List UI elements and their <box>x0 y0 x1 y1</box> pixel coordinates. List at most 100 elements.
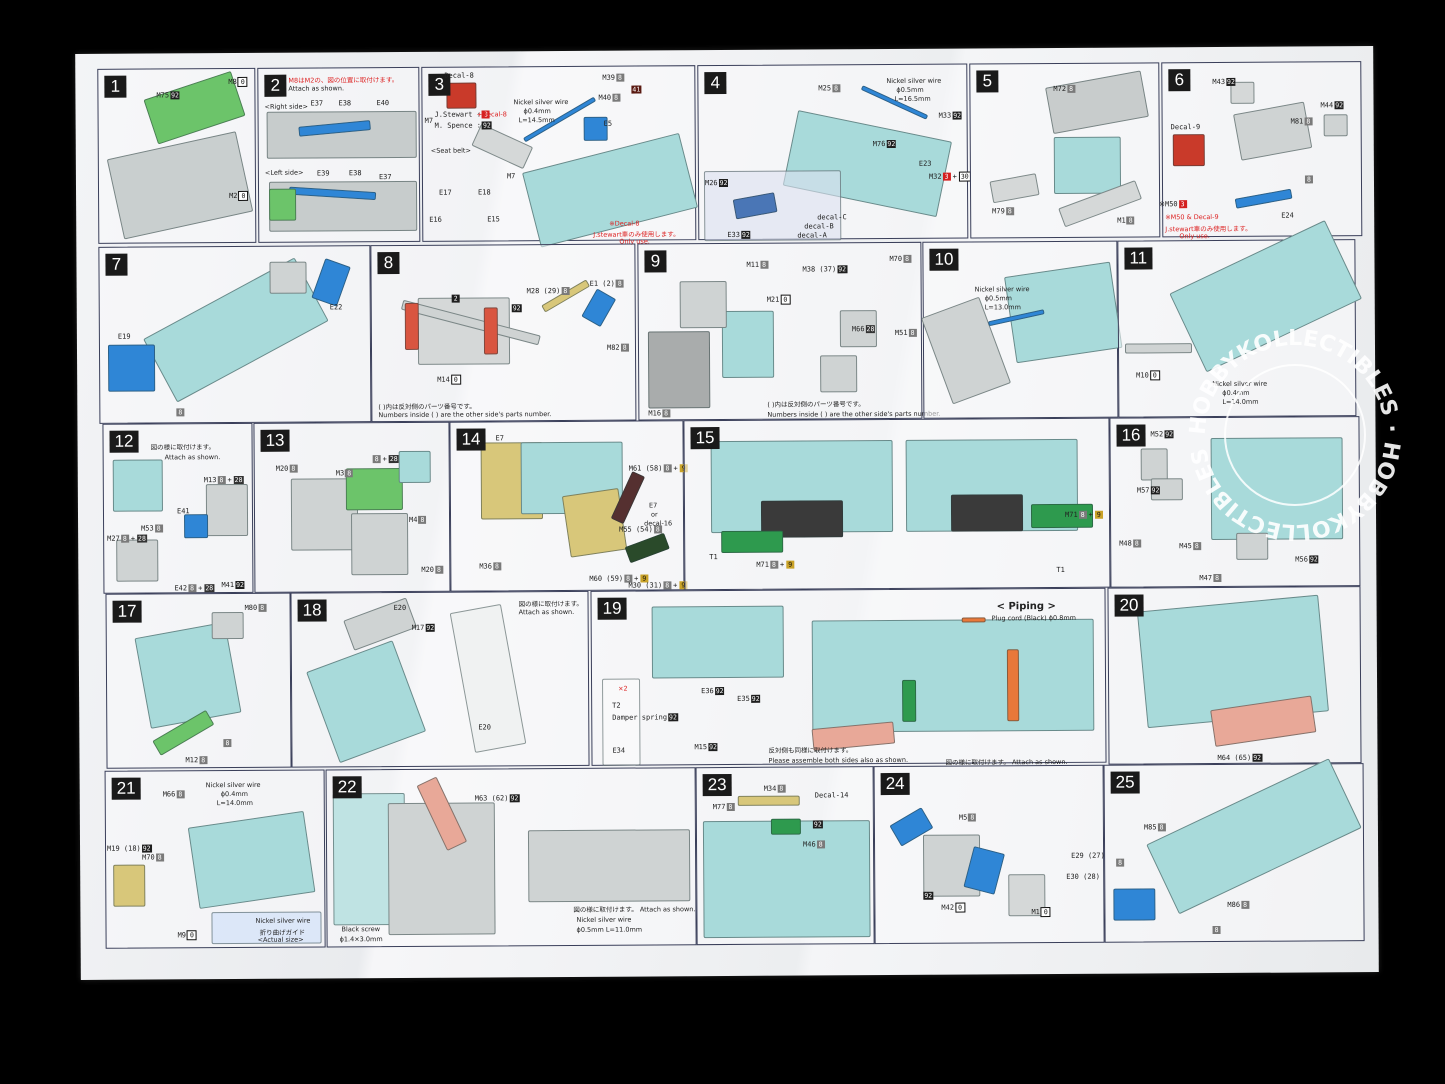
color-code-badge: 92 <box>1164 430 1175 439</box>
color-code-badge: 8 <box>726 802 735 812</box>
part-number: T2 <box>612 701 621 710</box>
part-number: M42 <box>941 903 955 912</box>
part-illustration <box>1113 888 1156 921</box>
plus-sign: + <box>227 476 232 485</box>
part-label: M30 (31)8+9 <box>628 581 688 590</box>
part-label: E40 <box>376 99 389 107</box>
color-code-badge: 8 <box>612 93 621 102</box>
part-number: T1 <box>1056 565 1065 574</box>
color-code-badge: 8 <box>1116 858 1125 867</box>
instruction-note: Numbers inside ( ) are the other side's … <box>767 409 941 419</box>
color-code-badge: 8 <box>289 464 298 473</box>
part-number: E16 <box>429 215 442 224</box>
part-label: E37 <box>310 99 323 107</box>
step-number: 7 <box>105 253 128 276</box>
part-number: M7 <box>506 172 516 181</box>
part-illustration <box>345 467 403 511</box>
part-number: E38 <box>338 99 352 108</box>
color-code-badge: 0 <box>237 76 248 87</box>
part-number: M7 <box>424 116 434 125</box>
part-illustration <box>820 355 858 393</box>
instruction-note: Numbers inside ( ) are the other side's … <box>378 410 552 420</box>
part-number: M77 <box>712 803 726 812</box>
part-label: E38 <box>349 169 362 177</box>
instruction-note: ϕ0.5mm L=11.0mm <box>576 925 643 934</box>
plus-sign: + <box>952 172 957 181</box>
part-number: M20 <box>421 565 435 574</box>
color-code-badge: 8 <box>434 565 444 574</box>
instruction-note: ( )内は反対側のパーツ番号です。 <box>378 402 476 412</box>
color-code-badge: 92 <box>511 304 522 313</box>
step-number: 14 <box>456 428 486 451</box>
color-code-badge: 3 <box>1178 200 1187 209</box>
part-number: M26 <box>704 179 718 188</box>
part-number: M10 <box>1136 371 1149 380</box>
plus-sign: + <box>198 584 203 593</box>
part-number: M71 <box>1064 510 1078 519</box>
part-number: M38 (37) <box>802 265 837 274</box>
color-code-badge: 8 <box>217 476 226 485</box>
instruction-note: Attach as shown. <box>164 453 221 462</box>
step-number: 15 <box>690 427 720 450</box>
part-label: decal-A <box>797 231 827 239</box>
part-number: M16 <box>648 409 662 418</box>
part-number: M53 <box>141 524 154 533</box>
part-illustration <box>311 258 351 307</box>
part-number: M47 <box>1199 574 1213 583</box>
step-number: 6 <box>1168 69 1191 92</box>
part-label: 92 <box>511 304 522 313</box>
color-code-badge: 8 <box>663 464 672 473</box>
color-code-badge: 8 <box>816 840 825 849</box>
part-number: M28 (29) <box>526 287 561 296</box>
color-code-badge: 92 <box>170 91 180 100</box>
part-label: Decal-8 <box>444 72 474 80</box>
part-number: M. Spence : <box>434 121 482 130</box>
part-number: E39 <box>316 169 330 178</box>
part-number: M17 <box>411 623 425 632</box>
part-illustration <box>211 611 244 640</box>
part-number: E1 (2) <box>589 279 615 288</box>
color-code-badge: 8 <box>176 408 185 417</box>
part-label: E24 <box>1281 212 1294 220</box>
step-number: 25 <box>1110 771 1140 794</box>
part-label: E22 <box>330 303 343 311</box>
part-number: E37 <box>310 99 324 108</box>
part-label: 8+28 <box>372 455 399 464</box>
part-label: E19 <box>118 333 131 341</box>
part-number: M25 <box>818 84 832 93</box>
part-number: Decal-8 <box>444 71 474 80</box>
instruction-note: E7 <box>648 501 658 510</box>
part-illustration <box>1323 114 1348 137</box>
instruction-note: Attach as shown. <box>288 84 345 93</box>
part-number: E24 <box>1281 211 1294 220</box>
part-label: 8 <box>176 408 185 417</box>
color-code-badge: 92 <box>952 111 963 120</box>
step-number: 17 <box>112 600 142 623</box>
part-number: M36 <box>479 562 493 571</box>
part-number: E23 <box>918 159 932 168</box>
color-code-badge: 8 <box>1078 510 1087 519</box>
part-illustration <box>1006 649 1020 722</box>
part-number: M34 <box>763 784 777 793</box>
color-code-badge: 92 <box>1308 555 1319 564</box>
part-illustration <box>106 131 254 240</box>
color-code-badge: 8 <box>1126 216 1135 225</box>
part-number: M39 <box>602 73 616 82</box>
part-number: E42 <box>174 584 188 593</box>
color-code-badge: 92 <box>812 820 823 829</box>
part-number: Decal-9 <box>1170 123 1201 132</box>
